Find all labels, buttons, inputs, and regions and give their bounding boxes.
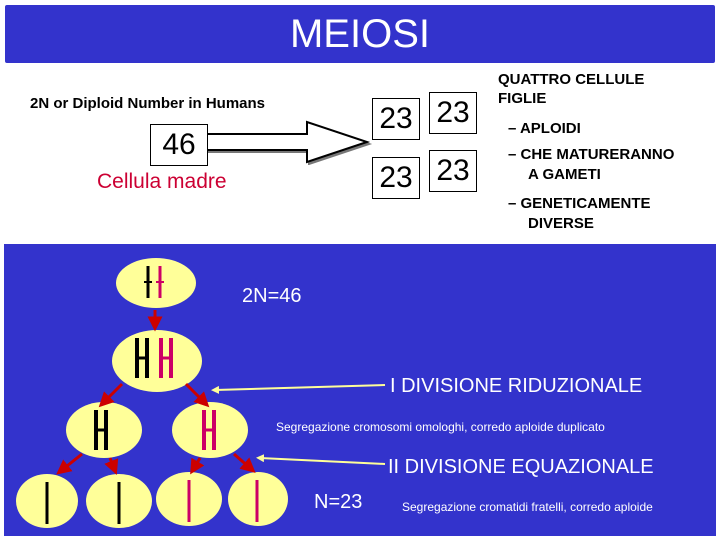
slide-title: MEIOSI xyxy=(289,12,431,56)
division-1-pointer xyxy=(211,384,386,394)
mother-cell-label: Cellula madre xyxy=(97,170,227,193)
division-1-note: Segregazione cromosomi omologhi, corredo… xyxy=(276,420,605,434)
division-2-label: II DIVISIONE EQUAZIONALE xyxy=(388,456,654,478)
right-heading-1: QUATTRO CELLULE xyxy=(498,71,645,88)
division-2-note: Segregazione cromatidi fratelli, corredo… xyxy=(402,500,653,514)
diploid-label: 2N or Diploid Number in Humans xyxy=(30,95,266,112)
mother-chromosomes xyxy=(144,266,164,298)
list-item-gameti: A GAMETI xyxy=(528,166,601,183)
title-bar: MEIOSI xyxy=(5,5,715,63)
division-1-label: I DIVISIONE RIDUZIONALE xyxy=(390,375,643,397)
mother-number-box: 46 xyxy=(150,124,208,166)
daughter-number-4: 23 xyxy=(429,150,477,192)
right-heading-2: FIGLIE xyxy=(498,90,547,107)
division-arrows xyxy=(56,310,256,475)
right-daughter-chromosomes xyxy=(202,410,216,450)
meiosis-arrow xyxy=(207,120,371,164)
left-daughter-chromosomes xyxy=(94,410,108,450)
daughter-number-2: 23 xyxy=(429,92,477,134)
list-item-aploidi: – APLOIDI xyxy=(508,120,581,137)
label-2n: 2N=46 xyxy=(242,285,302,307)
gamete-chromosomes xyxy=(45,480,259,524)
duplicated-cell xyxy=(112,330,202,392)
list-item-matureranno: – CHE MATURERANNO xyxy=(508,146,675,163)
daughter-number-3: 23 xyxy=(372,157,420,199)
label-n: N=23 xyxy=(314,491,363,513)
list-item-diverse: DIVERSE xyxy=(528,215,594,232)
division-2-pointer xyxy=(256,454,386,465)
daughter-number-1: 23 xyxy=(372,98,420,140)
list-item-geneticamente: – GENETICAMENTE xyxy=(508,195,651,212)
chromosomes-and-arrows xyxy=(45,266,386,524)
duplicated-chromosomes xyxy=(135,338,173,378)
